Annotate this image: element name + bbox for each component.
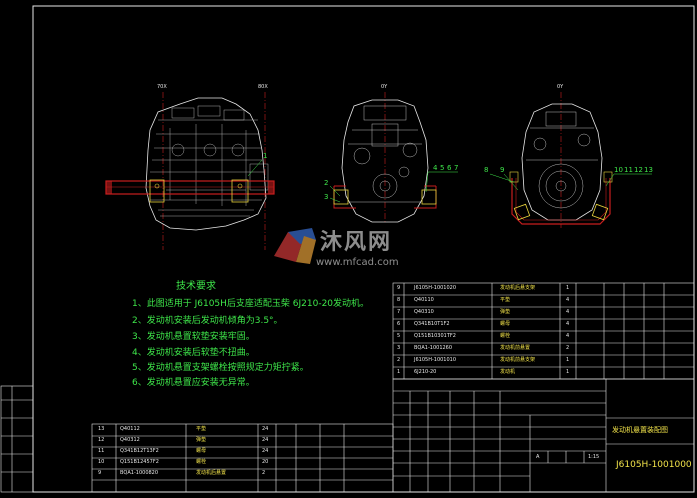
bom-row-no: 9	[397, 285, 401, 291]
bom-row-code: Q40312	[120, 437, 140, 443]
notes-title: 技术要求	[176, 281, 216, 292]
bom-row-no: 6	[397, 321, 401, 327]
bom-row-code: Q341B10T1F2	[414, 321, 450, 327]
bom-row-name: 平垫	[196, 426, 207, 432]
bom-row-no: 11	[98, 448, 105, 454]
bom-row-qty: 24	[262, 448, 269, 454]
bom-row-name: 螺栓	[196, 459, 207, 465]
bom-row-name: 螺栓	[500, 333, 511, 339]
watermark-url: www.mfcad.com	[316, 257, 399, 268]
bom-row-code: Q151B12457F2	[120, 459, 159, 465]
drawing-stage: A	[536, 454, 540, 460]
drawing-number: J6105H-1001000	[616, 460, 692, 470]
bom-row-code: 6J210-20	[414, 369, 437, 375]
bom-row-code: Q341B12T13F2	[120, 448, 159, 454]
bom-row-code: Q40110	[414, 297, 434, 303]
bom-row-qty: 2	[262, 470, 266, 476]
bom-row-no: 10	[98, 459, 105, 465]
callout-4: 4	[433, 164, 438, 172]
bom-upper-grid	[392, 282, 695, 380]
callout-7: 7	[454, 164, 459, 172]
bom-row-qty: 2	[566, 345, 570, 351]
bom-row-code: Q40112	[120, 426, 140, 432]
callout-11: 11	[624, 166, 633, 174]
bom-row-qty: 24	[262, 426, 269, 432]
bom-row-name: 弹垫	[500, 309, 511, 315]
rear-view-label: 0Y	[557, 84, 564, 90]
drawing-title: 发动机悬置装配图	[612, 426, 668, 434]
binding-margin	[0, 385, 34, 493]
bom-row-name: 弹垫	[196, 437, 207, 443]
bom-row-qty: 4	[566, 297, 570, 303]
bom-row-code: Q40310	[414, 309, 434, 315]
engine-side-view	[105, 92, 275, 250]
bom-row-no: 12	[98, 437, 105, 443]
note-item: 6、发动机悬置应安装无异常。	[132, 378, 255, 388]
callout-8: 8	[484, 166, 489, 174]
engine-front-view	[329, 92, 458, 223]
front-view-label: 0Y	[381, 84, 388, 90]
bom-row-code: BQA1-1000820	[120, 470, 159, 476]
bom-row-name: 发动机后悬置	[196, 470, 227, 476]
callout-12: 12	[634, 166, 643, 174]
bom-lower-grid	[91, 423, 394, 493]
callout-13: 13	[644, 166, 653, 174]
callout-2: 2	[324, 179, 329, 187]
bom-row-qty: 1	[566, 357, 570, 363]
watermark-logo	[274, 228, 316, 264]
bom-row-no: 9	[98, 470, 102, 476]
bom-row-code: J6105H-1001020	[414, 285, 457, 291]
bom-row-no: 5	[397, 333, 401, 339]
bom-row-qty: 4	[566, 333, 570, 339]
side-view-label-right: 80X	[258, 84, 268, 90]
watermark-brand: 沐风网	[320, 230, 393, 255]
callout-9: 9	[500, 166, 505, 174]
note-item: 1、此图适用于 J6105H后支座适配玉柴 6J210-20发动机。	[132, 299, 370, 309]
bom-row-name: 发动机前悬支架	[500, 357, 536, 363]
bom-row-qty: 4	[566, 321, 570, 327]
bom-row-name: 螺母	[196, 448, 207, 454]
bom-row-no: 2	[397, 357, 401, 363]
bom-row-name: 螺母	[500, 321, 511, 327]
bom-row-name: 发动机	[500, 369, 516, 375]
drawing-scale: 1:15	[588, 454, 600, 460]
engine-rear-view	[489, 92, 652, 228]
title-block-grid	[392, 378, 695, 493]
bom-row-name: 平垫	[500, 297, 511, 303]
bom-row-no: 13	[98, 426, 105, 432]
callout-6: 6	[447, 164, 452, 172]
bom-row-name: 发动机后悬支架	[500, 285, 536, 291]
side-view-label-left: 70X	[157, 84, 167, 90]
bom-row-qty: 24	[262, 437, 269, 443]
bom-row-code: Q151B10301TF2	[414, 333, 456, 339]
note-item: 2、发动机安装后发动机倾角为3.5°。	[132, 316, 283, 326]
bom-row-name: 发动机前悬置	[500, 345, 531, 351]
note-item: 5、发动机悬置支架螺栓按照规定力矩拧紧。	[132, 363, 309, 373]
bom-row-qty: 1	[566, 369, 570, 375]
bom-row-code: BQA1-1001260	[414, 345, 453, 351]
bom-row-no: 8	[397, 297, 401, 303]
callout-10: 10	[614, 166, 623, 174]
bom-row-qty: 1	[566, 285, 570, 291]
note-item: 4、发动机安装后软垫不扭曲。	[132, 348, 255, 358]
bom-row-qty: 20	[262, 459, 269, 465]
note-item: 3、发动机悬置软垫安装牢固。	[132, 332, 255, 342]
bom-row-qty: 4	[566, 309, 570, 315]
callout-5: 5	[440, 164, 445, 172]
bom-row-no: 7	[397, 309, 401, 315]
bom-row-code: J6105H-1001010	[414, 357, 457, 363]
bom-row-no: 3	[397, 345, 401, 351]
callout-3: 3	[324, 193, 329, 201]
callout-1: 1	[263, 152, 268, 160]
bom-row-no: 1	[397, 369, 401, 375]
